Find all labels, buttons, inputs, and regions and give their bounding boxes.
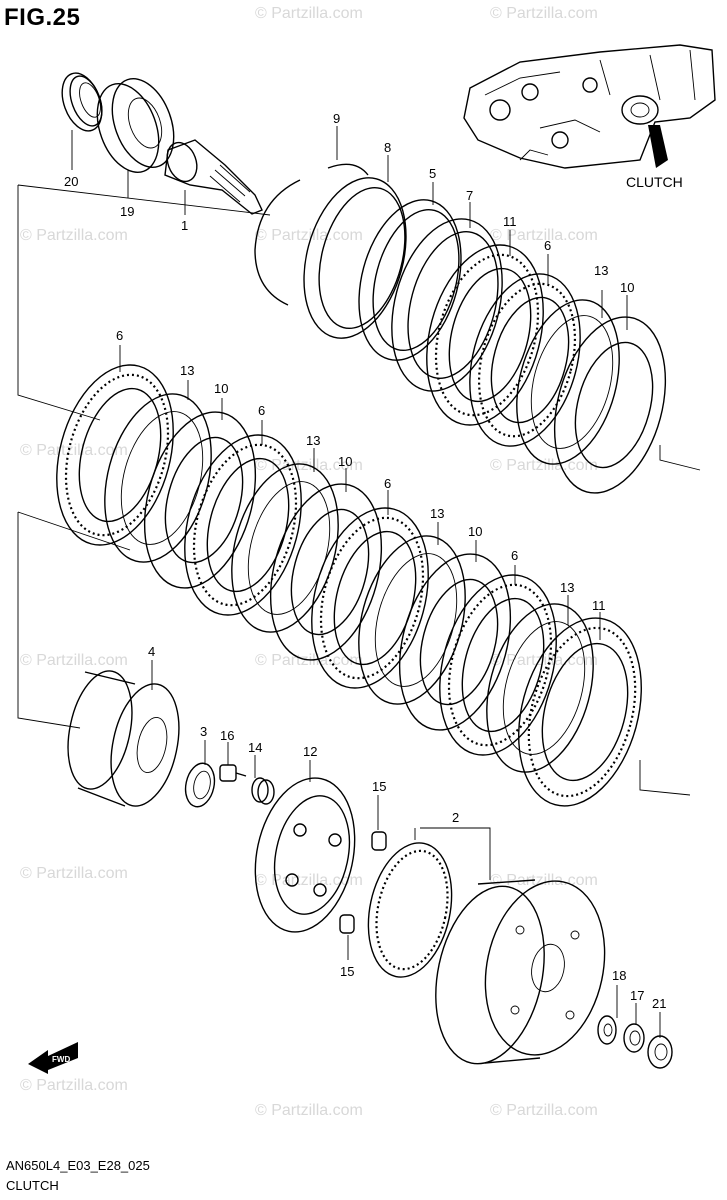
label-part-13: 13 — [560, 580, 574, 595]
part-3-washer — [184, 740, 216, 808]
watermark: © Partzilla.com — [490, 1102, 598, 1119]
label-part-2: 2 — [452, 810, 459, 825]
watermark: © Partzilla.com — [255, 872, 363, 889]
label-part-14: 14 — [248, 740, 262, 755]
label-part-5: 5 — [429, 166, 436, 181]
part-7-plate — [391, 202, 503, 392]
watermark: © Partzilla.com — [490, 227, 598, 244]
label-part-15: 15 — [340, 964, 354, 979]
label-part-13: 13 — [430, 506, 444, 521]
figure-title: FIG.25 — [4, 4, 81, 31]
label-part-8: 8 — [384, 140, 391, 155]
part-19-bearing — [96, 78, 175, 198]
watermarks: © Partzilla.com © Partzilla.com © Partzi… — [20, 5, 598, 1119]
drawing-code: AN650L4_E03_E28_025 — [6, 1158, 150, 1173]
watermark: © Partzilla.com — [255, 1102, 363, 1119]
watermark: © Partzilla.com — [20, 865, 128, 882]
watermark: © Partzilla.com — [20, 227, 128, 244]
label-part-1: 1 — [181, 218, 188, 233]
watermark: © Partzilla.com — [20, 1077, 128, 1094]
part-15-pin — [339, 914, 355, 960]
watermark: © Partzilla.com — [20, 652, 128, 669]
label-part-11: 11 — [592, 598, 606, 613]
label-part-10: 10 — [338, 454, 352, 469]
part-14-spring — [251, 755, 275, 805]
label-part-19: 19 — [120, 204, 134, 219]
label-part-11: 11 — [503, 214, 517, 229]
label-part-6: 6 — [258, 403, 265, 418]
label-part-18: 18 — [612, 968, 626, 983]
label-part-3: 3 — [200, 724, 207, 739]
label-part-16: 16 — [220, 728, 234, 743]
assembly-name: CLUTCH — [6, 1178, 59, 1193]
label-part-13: 13 — [594, 263, 608, 278]
label-part-17: 17 — [630, 988, 644, 1003]
label-part-6: 6 — [511, 548, 518, 563]
part-number-labels: 20 19 1 9 8 5 7 11 6 13 10 6 13 10 6 13 … — [64, 111, 666, 1011]
watermark: © Partzilla.com — [255, 227, 363, 244]
part-11-drive-plate — [426, 230, 544, 426]
label-part-4: 4 — [148, 644, 155, 659]
label-part-6: 6 — [116, 328, 123, 343]
label-part-10: 10 — [620, 280, 634, 295]
middle-plate-stack — [56, 345, 642, 807]
label-part-10: 10 — [468, 524, 482, 539]
engine-overview-illustration: CLUTCH — [463, 44, 716, 190]
part-1-primary-shaft — [164, 139, 263, 215]
label-part-7: 7 — [466, 188, 473, 203]
watermark: © Partzilla.com — [490, 5, 598, 22]
part-18-washer — [597, 985, 618, 1045]
label-part-21: 21 — [652, 996, 666, 1011]
part-15-pin — [371, 795, 387, 851]
part-5-seat — [358, 182, 462, 361]
label-part-6: 6 — [544, 238, 551, 253]
part-16-bolt — [219, 742, 247, 782]
part-20-oil-seal — [61, 72, 103, 170]
label-part-10: 10 — [214, 381, 228, 396]
label-part-20: 20 — [64, 174, 78, 189]
label-part-13: 13 — [180, 363, 194, 378]
label-part-13: 13 — [306, 433, 320, 448]
fwd-label: FWD — [52, 1055, 70, 1064]
part-2-clutch-housing — [367, 827, 606, 1065]
watermark: © Partzilla.com — [490, 457, 598, 474]
part-4-sleeve-hub — [67, 660, 180, 807]
part-8-spring-washer — [303, 155, 407, 339]
label-part-12: 12 — [303, 744, 317, 759]
lower-stack-bracket — [17, 511, 691, 796]
clutch-callout-arrow — [648, 125, 668, 168]
label-part-15: 15 — [372, 779, 386, 794]
part-21-seal — [647, 1012, 673, 1069]
watermark: © Partzilla.com — [255, 5, 363, 22]
label-part-9: 9 — [333, 111, 340, 126]
forward-direction-arrow: FWD — [28, 1042, 78, 1074]
watermark: © Partzilla.com — [20, 442, 128, 459]
part-6-drive-plate — [469, 254, 581, 447]
part-9-circlip — [254, 163, 369, 306]
clutch-callout-label: CLUTCH — [626, 174, 683, 190]
part-12-pressure-plate — [254, 760, 356, 933]
part-10-driven-plate — [553, 295, 667, 494]
part-17-nut — [623, 1003, 645, 1053]
part-13-driven-plate — [516, 290, 620, 465]
label-part-6: 6 — [384, 476, 391, 491]
